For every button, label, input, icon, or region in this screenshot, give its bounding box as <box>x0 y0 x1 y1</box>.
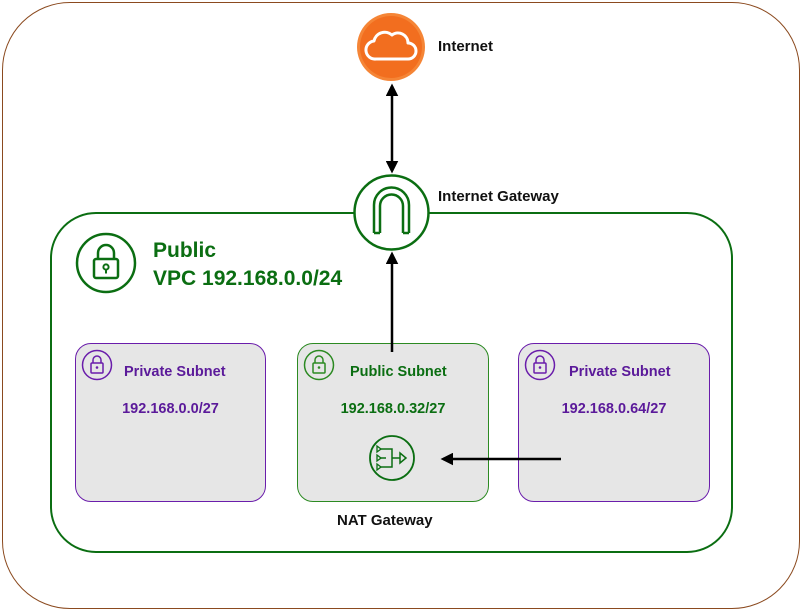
subnet-cidr: 192.168.0.32/27 <box>340 401 446 417</box>
subnet-name: Private Subnet <box>124 364 226 380</box>
vpc-title-line2: VPC 192.168.0.0/24 <box>153 267 343 290</box>
lock-icon <box>303 349 335 381</box>
nat-gateway-label: NAT Gateway <box>337 512 433 529</box>
subnet-cidr: 192.168.0.0/27 <box>122 401 219 417</box>
internet-gateway-label: Internet Gateway <box>438 188 559 205</box>
subnet-name: Public Subnet <box>350 364 447 380</box>
subnet-name: Private Subnet <box>569 364 671 380</box>
internet-label: Internet <box>438 38 494 55</box>
gateway-arch-icon <box>353 174 430 251</box>
lock-icon <box>81 349 113 381</box>
nat-gateway-icon <box>369 435 415 481</box>
subnet-cidr: 192.168.0.64/27 <box>561 401 667 417</box>
public-subnet: Public Subnet 192.168.0.32/27 <box>297 343 489 502</box>
vpc-title: Public VPC 192.168.0.0/24 <box>153 237 342 293</box>
private-subnet-2: Private Subnet 192.168.0.64/27 <box>518 343 710 502</box>
private-subnet-1: Private Subnet 192.168.0.0/27 <box>75 343 266 502</box>
cloud-icon <box>357 13 425 81</box>
vpc-title-line1: Public <box>153 239 217 262</box>
lock-icon <box>75 232 137 294</box>
lock-icon <box>524 349 556 381</box>
